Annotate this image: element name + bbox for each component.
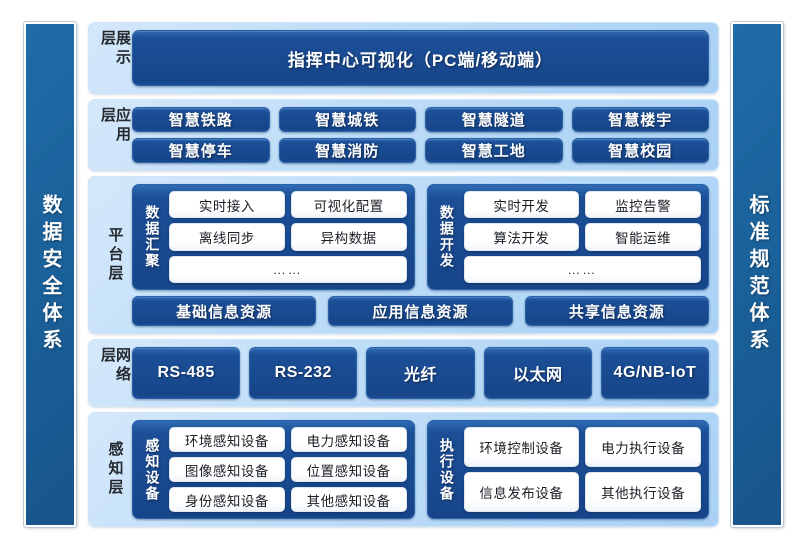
chip-heterogeneous-data[interactable]: 异构数据: [290, 223, 407, 251]
layer-presentation: 展示层 指挥中心可视化（PC端/移动端）: [88, 22, 719, 94]
platform-group-data-development-label-text: 数据开发: [438, 205, 455, 269]
platform-group-data-development-grid: 实时开发 监控告警 算法开发 智能运维 ……: [463, 191, 701, 283]
grid-row: 信息发布设备 其他执行设备: [463, 472, 701, 512]
layer-platform-body: 数据汇聚 实时接入 可视化配置 离线同步 异构数据: [132, 184, 709, 326]
layer-network-label-text: 网络层: [99, 347, 131, 385]
application-row-1: 智慧铁路 智慧城铁 智慧隧道 智慧楼宇: [132, 107, 709, 132]
layer-application-body: 智慧铁路 智慧城铁 智慧隧道 智慧楼宇 智慧停车 智慧消防 智慧工地 智慧校园: [132, 107, 709, 163]
grid-row: 算法开发 智能运维: [463, 223, 701, 251]
app-item-smart-building[interactable]: 智慧楼宇: [571, 107, 709, 132]
app-item-smart-urban-rail[interactable]: 智慧城铁: [278, 107, 416, 132]
layer-platform-label-text: 平台层: [106, 226, 124, 284]
perception-group-actuating-devices-grid: 环境控制设备 电力执行设备 信息发布设备 其他执行设备: [463, 427, 701, 512]
layer-perception: 感知层 感知设备 环境感知设备 电力感知设备: [88, 412, 719, 527]
network-item-rs232[interactable]: RS-232: [249, 347, 358, 399]
grid-row: 身份感知设备 其他感知设备: [169, 487, 407, 512]
layer-perception-body: 感知设备 环境感知设备 电力感知设备 图像感知设备 位置感知设备: [132, 420, 709, 519]
left-pillar-data-security: 数据安全体系: [24, 22, 76, 527]
layer-network-body: RS-485 RS-232 光纤 以太网 4G/NB-IoT: [132, 347, 710, 399]
layer-application-label-text: 应用层: [99, 107, 131, 145]
layer-application: 应用层 智慧铁路 智慧城铁 智慧隧道 智慧楼宇 智慧停车 智慧消防 智慧工地 智…: [88, 99, 719, 171]
perception-group-actuating-devices-label: 执行设备: [435, 427, 459, 512]
chip-other-sensing-device[interactable]: 其他感知设备: [290, 487, 407, 512]
layer-network: 网络层 RS-485 RS-232 光纤 以太网 4G/NB-IoT: [88, 339, 719, 407]
resource-basic-information[interactable]: 基础信息资源: [132, 296, 317, 326]
network-items-row: RS-485 RS-232 光纤 以太网 4G/NB-IoT: [132, 347, 710, 399]
perception-group-actuating-devices-label-text: 执行设备: [438, 437, 455, 502]
chip-intelligent-ops[interactable]: 智能运维: [585, 223, 701, 251]
chip-image-sensing-device[interactable]: 图像感知设备: [169, 457, 285, 482]
network-item-rs485[interactable]: RS-485: [132, 347, 241, 399]
resource-application-information[interactable]: 应用信息资源: [328, 296, 513, 326]
chip-identity-sensing-device[interactable]: 身份感知设备: [169, 487, 285, 512]
left-pillar-label: 数据安全体系: [39, 193, 61, 356]
chip-monitoring-alarm[interactable]: 监控告警: [585, 191, 701, 219]
grid-row: 环境控制设备 电力执行设备: [463, 427, 701, 467]
perception-groups: 感知设备 环境感知设备 电力感知设备 图像感知设备 位置感知设备: [132, 420, 709, 519]
perception-group-sensing-devices-label: 感知设备: [140, 427, 164, 512]
platform-group-data-development: 数据开发 实时开发 监控告警 算法开发 智能运维: [426, 184, 709, 290]
platform-group-data-aggregation-grid: 实时接入 可视化配置 离线同步 异构数据 ……: [169, 191, 407, 283]
layer-perception-label-text: 感知层: [106, 441, 124, 498]
layer-application-label: 应用层: [98, 107, 132, 163]
grid-row: ……: [463, 255, 701, 283]
platform-group-data-aggregation-label-text: 数据汇聚: [144, 205, 161, 269]
platform-group-data-development-label: 数据开发: [435, 191, 459, 283]
layer-platform: 平台层 数据汇聚 实时接入 可视化配置: [88, 176, 719, 334]
chip-power-actuating-device[interactable]: 电力执行设备: [585, 427, 701, 467]
right-pillar-standards: 标准规范体系: [731, 22, 783, 527]
layer-presentation-label: 展示层: [98, 30, 132, 86]
chip-algorithm-development[interactable]: 算法开发: [463, 223, 580, 251]
chip-location-sensing-device[interactable]: 位置感知设备: [290, 457, 407, 482]
platform-group-data-aggregation-label: 数据汇聚: [140, 191, 164, 283]
app-item-smart-tunnel[interactable]: 智慧隧道: [425, 107, 563, 132]
chip-environment-sensing-device[interactable]: 环境感知设备: [169, 427, 285, 452]
chip-other-actuating-device[interactable]: 其他执行设备: [585, 472, 701, 512]
app-item-smart-parking[interactable]: 智慧停车: [132, 138, 270, 163]
right-pillar-label: 标准规范体系: [746, 193, 768, 356]
platform-resources-row: 基础信息资源 应用信息资源 共享信息资源: [132, 296, 709, 326]
app-item-smart-railway[interactable]: 智慧铁路: [132, 107, 270, 132]
layer-presentation-label-text: 展示层: [99, 30, 131, 68]
app-item-smart-campus[interactable]: 智慧校园: [571, 138, 709, 163]
layer-presentation-body: 指挥中心可视化（PC端/移动端）: [132, 30, 709, 86]
app-item-smart-construction-site[interactable]: 智慧工地: [425, 138, 563, 163]
chip-realtime-development[interactable]: 实时开发: [463, 191, 580, 219]
chip-more-aggregation[interactable]: ……: [169, 255, 407, 283]
perception-group-actuating-devices: 执行设备 环境控制设备 电力执行设备 信息发布设备 其他执行设备: [426, 420, 709, 519]
chip-offline-sync[interactable]: 离线同步: [169, 223, 285, 251]
platform-group-data-aggregation: 数据汇聚 实时接入 可视化配置 离线同步 异构数据: [132, 184, 415, 290]
network-item-fiber[interactable]: 光纤: [366, 347, 475, 399]
chip-visual-config[interactable]: 可视化配置: [290, 191, 407, 219]
grid-row: 实时接入 可视化配置: [169, 191, 407, 219]
network-item-4g-nbiot[interactable]: 4G/NB-IoT: [600, 347, 710, 399]
grid-row: ……: [169, 255, 407, 283]
perception-group-sensing-devices-grid: 环境感知设备 电力感知设备 图像感知设备 位置感知设备 身份感知设备 其他感知设…: [169, 427, 407, 512]
grid-row: 实时开发 监控告警: [463, 191, 701, 219]
chip-power-sensing-device[interactable]: 电力感知设备: [290, 427, 407, 452]
layer-platform-label: 平台层: [98, 184, 132, 326]
perception-group-sensing-devices-label-text: 感知设备: [144, 437, 161, 502]
network-item-ethernet[interactable]: 以太网: [483, 347, 592, 399]
chip-environment-control-device[interactable]: 环境控制设备: [463, 427, 580, 467]
platform-groups: 数据汇聚 实时接入 可视化配置 离线同步 异构数据: [132, 184, 709, 290]
layer-perception-label: 感知层: [98, 420, 132, 519]
app-item-smart-firefighting[interactable]: 智慧消防: [278, 138, 416, 163]
chip-realtime-ingest[interactable]: 实时接入: [169, 191, 285, 219]
layer-stack: 展示层 指挥中心可视化（PC端/移动端） 应用层 智慧铁路 智慧城铁 智慧隧道 …: [88, 22, 719, 527]
grid-row: 离线同步 异构数据: [169, 223, 407, 251]
chip-information-release-device[interactable]: 信息发布设备: [463, 472, 580, 512]
grid-row: 图像感知设备 位置感知设备: [169, 457, 407, 482]
chip-more-development[interactable]: ……: [463, 255, 701, 283]
layer-network-label: 网络层: [98, 347, 132, 399]
application-row-2: 智慧停车 智慧消防 智慧工地 智慧校园: [132, 138, 709, 163]
resource-shared-information[interactable]: 共享信息资源: [524, 296, 709, 326]
presentation-banner[interactable]: 指挥中心可视化（PC端/移动端）: [132, 30, 709, 86]
perception-group-sensing-devices: 感知设备 环境感知设备 电力感知设备 图像感知设备 位置感知设备: [132, 420, 415, 519]
grid-row: 环境感知设备 电力感知设备: [169, 427, 407, 452]
